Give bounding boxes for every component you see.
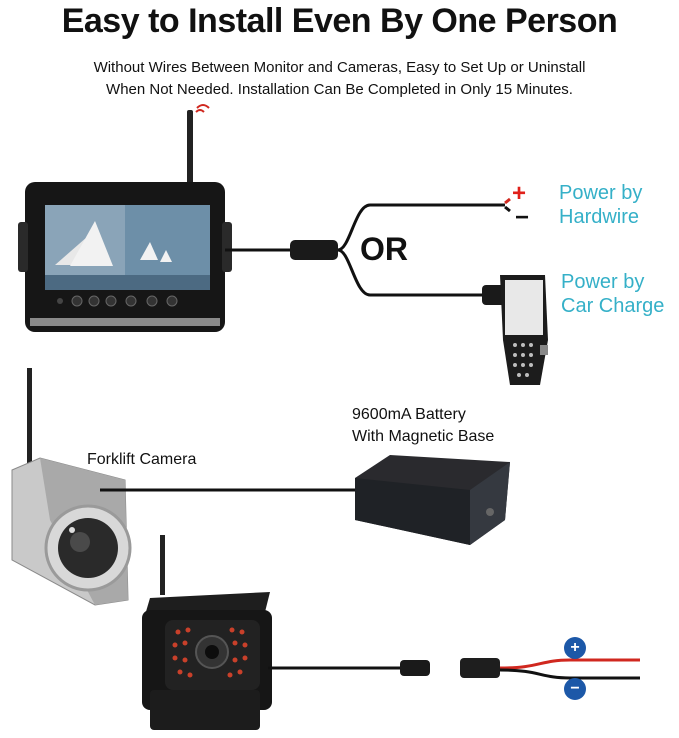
headline: Easy to Install Even By One Person xyxy=(61,2,618,40)
power-hardwire-line-1: Power by xyxy=(559,182,643,204)
hardwire-plus-sign: + xyxy=(512,180,527,207)
power-car-line-2: Car Charge xyxy=(561,295,665,317)
antenna-icon xyxy=(187,104,210,190)
car-charger-icon xyxy=(482,275,548,385)
hardwire-minus-sign: − xyxy=(515,204,530,231)
battery-label-line-2: With Magnetic Base xyxy=(352,428,495,445)
battery-box-icon xyxy=(355,455,510,545)
negative-badge: − xyxy=(564,678,586,700)
or-label: OR xyxy=(360,231,408,267)
positive-badge: + xyxy=(564,637,586,659)
subtitle-line-2: When Not Needed. Installation Can Be Com… xyxy=(106,81,573,98)
power-car-line-1: Power by xyxy=(561,271,645,293)
forklift-camera-icon xyxy=(11,368,132,606)
power-hardwire-line-2: Hardwire xyxy=(559,206,640,228)
backup-camera-icon xyxy=(142,535,272,730)
subtitle-line-1: Without Wires Between Monitor and Camera… xyxy=(93,59,586,76)
forklift-camera-label: Forklift Camera xyxy=(87,451,197,468)
monitor-icon xyxy=(18,182,232,332)
battery-label-line-1: 9600mA Battery xyxy=(352,406,466,423)
